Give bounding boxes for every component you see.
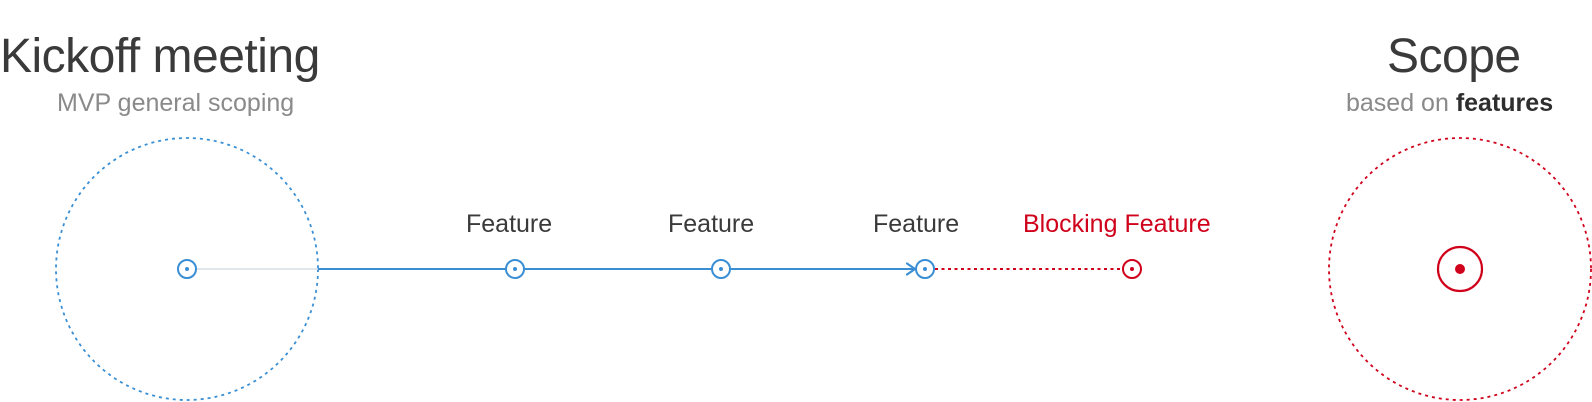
feature-node xyxy=(915,259,935,279)
kickoff-title: Kickoff meeting xyxy=(0,30,320,83)
feature-label: Feature xyxy=(873,210,960,238)
scope-title: Scope xyxy=(1387,30,1521,83)
scope-subtitle-prefix: based on xyxy=(1346,89,1456,117)
blocking-feature-node xyxy=(1122,259,1142,279)
scope-subtitle-emphasis: features xyxy=(1455,89,1554,117)
kickoff-subtitle: MVP general scoping xyxy=(57,89,295,117)
feature-node xyxy=(505,259,525,279)
feature-label: Feature xyxy=(668,210,755,238)
scope-boundary-circle xyxy=(1328,137,1592,401)
scope-target-node xyxy=(1436,245,1484,293)
feature-label: Feature xyxy=(466,210,553,238)
kickoff-node xyxy=(177,259,197,279)
feature-node xyxy=(711,259,731,279)
blocking-feature-label: Blocking Feature xyxy=(1023,210,1211,238)
scope-subtitle: based on features xyxy=(1346,91,1553,116)
